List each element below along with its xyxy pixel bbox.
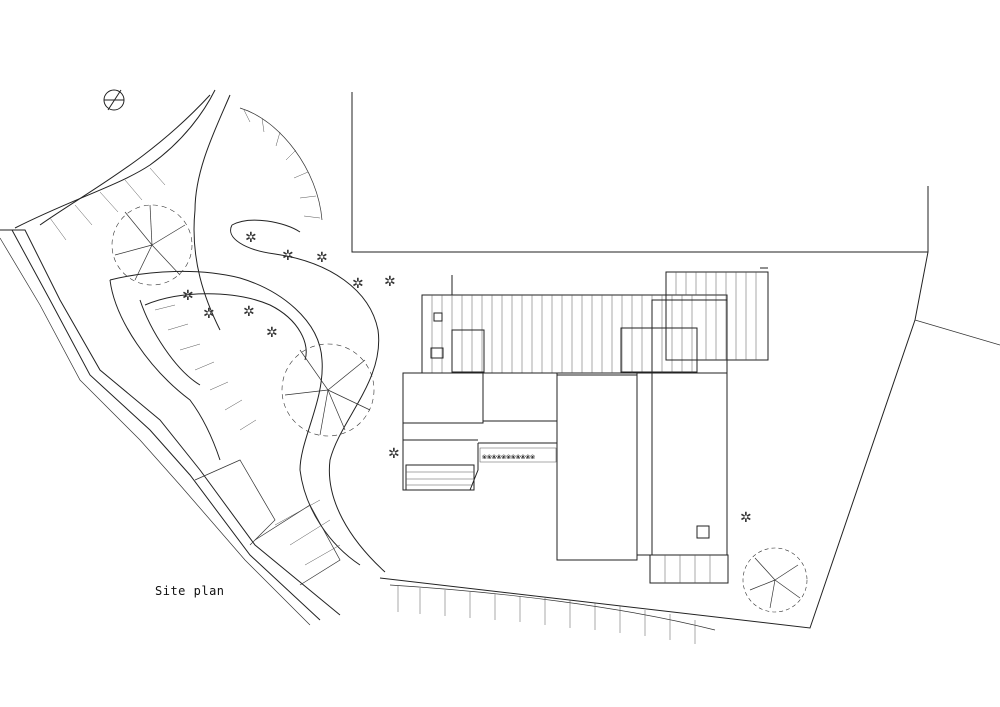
retaining-walls [0, 229, 341, 626]
parking-stalls-top [49, 107, 323, 241]
svg-text:✲: ✲ [388, 446, 400, 462]
north-arrow-icon [103, 89, 125, 111]
svg-text:✲: ✲ [243, 304, 255, 320]
tree-icon [742, 547, 808, 613]
gravel-courtyard [556, 374, 638, 561]
building-footprint [402, 267, 769, 584]
svg-text:✲: ✲ [384, 274, 396, 290]
parking-stalls-middle [154, 304, 257, 431]
svg-text:❀❀❀❀❀❀❀❀❀❀❀: ❀❀❀❀❀❀❀❀❀❀❀ [482, 452, 535, 461]
shrub-hedge: ❀❀❀❀❀❀❀❀❀❀❀ [479, 447, 557, 463]
deck-striping [675, 272, 757, 360]
svg-text:✲: ✲ [740, 510, 752, 526]
svg-text:✲: ✲ [266, 325, 278, 341]
svg-text:✲: ✲ [245, 230, 257, 246]
drawing-title: Site plan [155, 584, 225, 598]
roof-striping [431, 295, 693, 373]
parking-stalls-lower [194, 459, 341, 586]
shrub-icon: ✲ ✲ ✲ ✲ ✲ ✲ ✲ ✲ ✲ ✲ ✲ [182, 230, 752, 526]
tree-icon [281, 343, 375, 437]
svg-text:✲: ✲ [282, 248, 294, 264]
parking-stalls-south [389, 584, 716, 644]
svg-text:✲: ✲ [352, 276, 364, 292]
tree-icon [111, 204, 193, 286]
site-boundary [351, 92, 1000, 629]
driveway [14, 89, 386, 573]
svg-text:✲: ✲ [182, 288, 194, 304]
svg-text:✲: ✲ [316, 250, 328, 266]
svg-text:✲: ✲ [203, 306, 215, 322]
